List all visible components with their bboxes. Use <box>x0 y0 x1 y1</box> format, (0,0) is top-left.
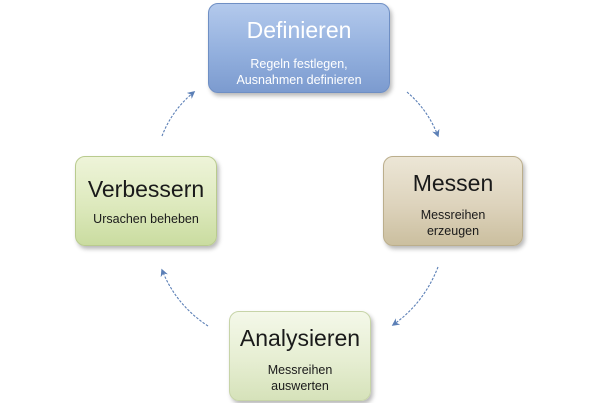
node-verbessern: Verbessern Ursachen beheben <box>75 156 217 246</box>
node-definieren: Definieren Regeln festlegen, Ausnahmen d… <box>208 3 390 93</box>
node-definieren-subtitle: Regeln festlegen, Ausnahmen definieren <box>236 57 362 87</box>
node-analysieren-subtitle: Messreihen auswerten <box>267 363 333 393</box>
node-definieren-title: Definieren <box>246 17 352 43</box>
node-verbessern-subtitle: Ursachen beheben <box>93 212 199 226</box>
arrow-messen-to-analysieren <box>391 266 439 326</box>
node-messen-title: Messen <box>412 170 494 196</box>
node-analysieren: Analysieren Messreihen auswerten <box>229 311 371 401</box>
arrow-verbessern-to-definieren <box>161 91 196 137</box>
node-messen: Messen Messreihen erzeugen <box>383 156 523 246</box>
node-analysieren-title: Analysieren <box>239 325 361 351</box>
arrow-analysieren-to-verbessern <box>160 268 209 327</box>
node-messen-subtitle: Messreihen erzeugen <box>420 208 486 238</box>
arrow-definieren-to-messen <box>406 91 440 138</box>
node-verbessern-title: Verbessern <box>87 176 205 202</box>
